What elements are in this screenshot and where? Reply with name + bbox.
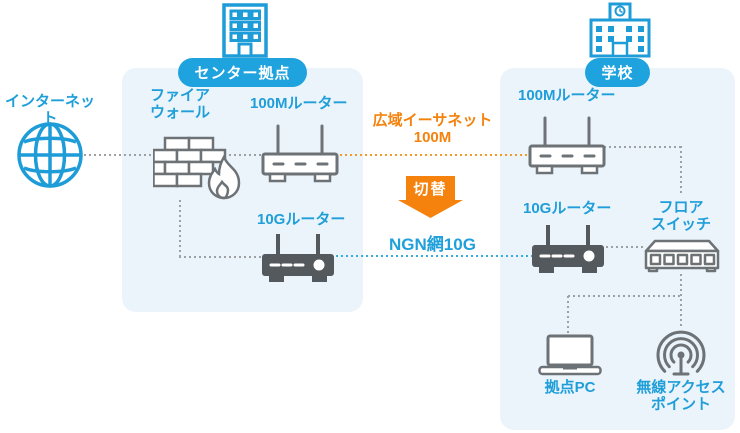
center-router-100m-icon [261,124,339,189]
line-wan-ethernet [340,154,531,156]
ngn-label: NGN網10G [389,235,476,254]
line-down-to-pc [567,296,569,334]
line-school100m-right [604,146,682,148]
school-router-10g-label: 10Gルーター [523,200,612,217]
school-router-100m-icon [528,116,606,181]
line-firewall-down [179,200,181,257]
wireless-ap-label: 無線アクセス ポイント [636,379,726,413]
line-branch-pc [568,295,681,297]
line-internet-firewall [84,154,154,156]
center-router-10g-icon [262,232,334,289]
school-router-100m-label: 100Mルーター [518,87,616,104]
floor-switch-icon [644,239,720,279]
center-router-10g-label: 10Gルーター [257,211,346,228]
switchover-label: 切替 [413,181,448,198]
line-10g-switch [606,246,644,248]
switchover-arrow: 切替 [398,176,463,218]
school-building-icon [589,2,651,63]
school-router-10g-icon [532,223,604,280]
line-down-to-switch [680,146,682,196]
line-switch-ap [680,274,682,328]
wan-ethernet-label: 広域イーサネット 100M [372,112,493,146]
pc-label: 拠点PC [544,379,596,396]
firewall-icon [152,126,248,209]
line-firewall-100m [214,154,262,156]
line-firewall-10g [179,256,263,258]
line-ngn [336,255,532,257]
center-site-title: センター拠点 [178,58,307,87]
wireless-ap-icon [655,328,707,385]
floor-switch-label: フロア スイッチ [650,199,711,233]
office-building-icon [221,3,269,63]
school-title: 学校 [585,58,650,87]
laptop-icon [538,334,602,381]
center-router-100m-label: 100Mルーター [250,95,348,112]
firewall-label: ファイア ウォール [150,87,211,121]
globe-icon [15,120,85,195]
